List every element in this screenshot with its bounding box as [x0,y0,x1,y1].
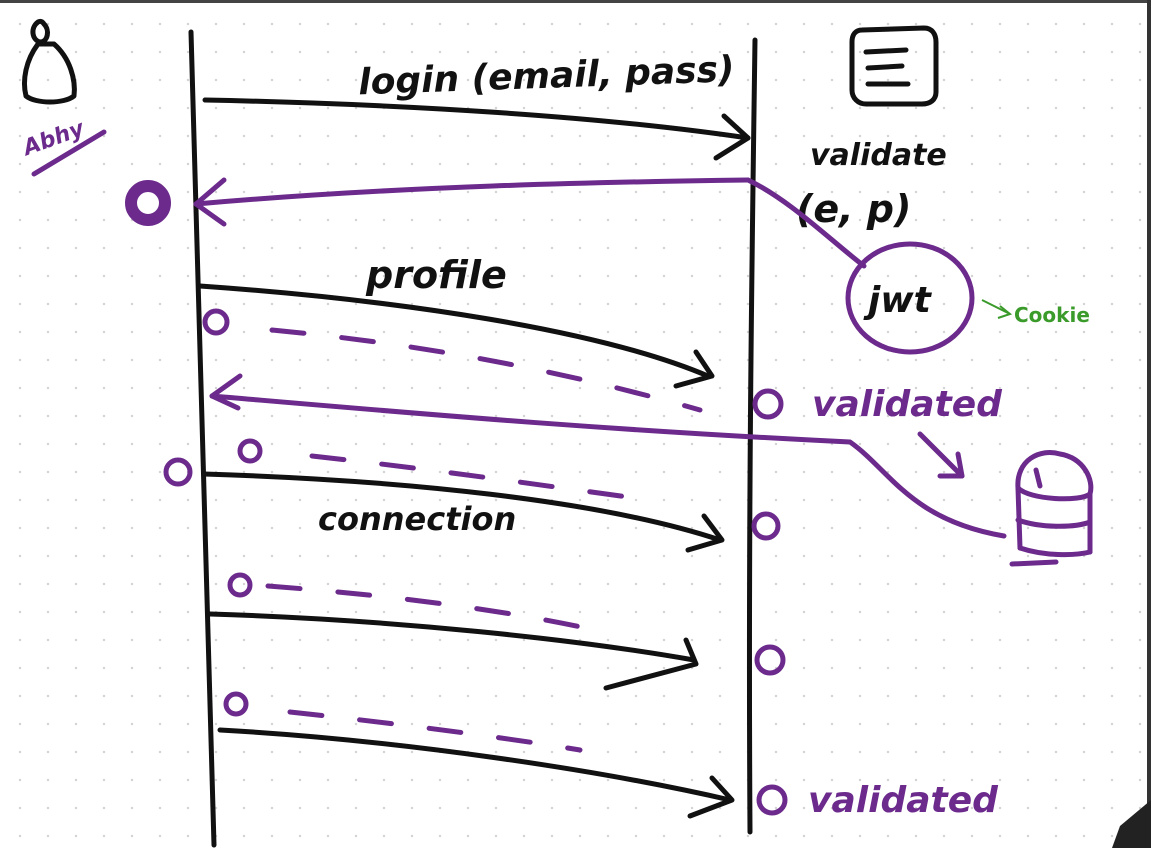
request-3-marker [227,572,253,598]
server-lifeline [746,37,758,835]
server-icon [849,25,939,107]
client-lifeline [188,29,217,848]
connection-dashed-line [309,453,653,503]
cookie-label: Cookie [1014,303,1090,327]
connection-label: connection [318,500,516,538]
profile-marker [202,308,230,336]
validated-marker-1 [752,388,784,420]
window-right-border [1147,0,1151,848]
cookie-arrow [981,299,1013,319]
profile-dashed-line [269,327,703,413]
connection-marker-left [163,457,193,487]
connection-marker-top [237,438,263,464]
profile-request-arrow [197,283,715,389]
request-4-dashed-line [287,709,583,753]
profile-response-arrow [209,373,1007,539]
database-icon [1009,450,1094,567]
validate-label: validate [810,138,947,173]
user-name-underline [31,129,107,177]
connection-request-arrow [201,471,725,553]
request-4-arrow [217,727,735,819]
pen-cursor-icon [1112,800,1151,848]
request-4-marker [223,691,249,717]
validated-label-2: validated [808,780,999,821]
response-marker-filled [125,180,171,226]
jwt-label: jwt [863,280,933,321]
jwt-response-arrow [193,177,867,269]
request-3-server-marker [754,644,786,676]
window-top-border [0,0,1151,3]
validated-marker-2 [756,784,788,816]
jwt-bubble [845,241,975,355]
connection-server-marker [751,511,781,541]
validated-label-1: validated [812,384,1003,425]
login-label: login (email, pass) [358,49,735,103]
request-3-arrow [207,611,699,691]
validated-to-db-arrow [917,431,965,479]
user-name-label: Abhy [18,116,89,162]
login-request-arrow [202,97,751,161]
profile-label: profile [365,253,507,297]
user-icon [22,18,77,105]
request-3-dashed-line [265,583,615,637]
